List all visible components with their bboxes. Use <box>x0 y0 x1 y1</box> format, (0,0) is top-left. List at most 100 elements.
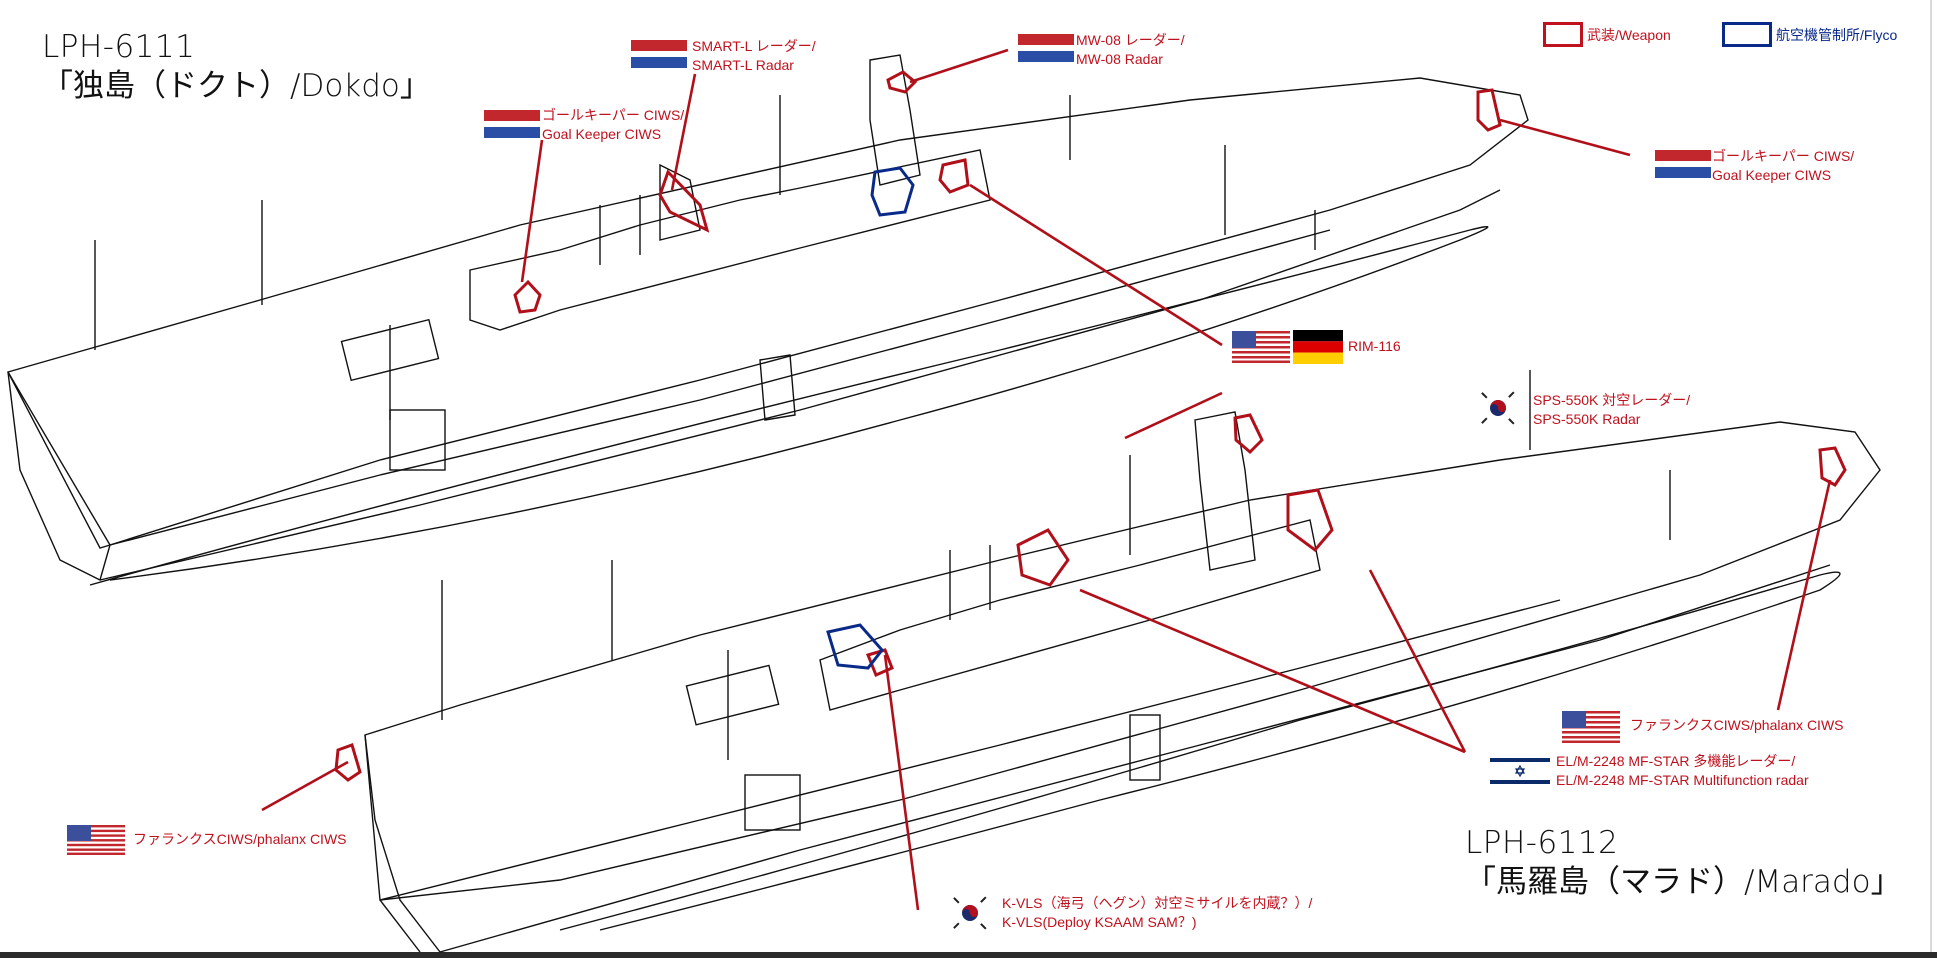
legend-flyco: 航空機管制所/Flyco <box>1722 22 1897 47</box>
germany-flag-icon <box>1293 330 1343 364</box>
leader-phalanx-stern <box>261 760 349 812</box>
marado-deck-outline <box>364 421 1881 901</box>
outline-goalkeeper-1 <box>513 279 542 314</box>
bottom-border <box>0 952 1937 958</box>
marado-keel <box>559 571 1841 931</box>
annotation-line: K-VLS(Deploy KSAAM SAM？) <box>1002 914 1197 930</box>
leader-smart-l <box>670 73 697 191</box>
outline-rim-116 <box>938 158 970 194</box>
leader-k-vls <box>883 654 920 911</box>
hull-number-marado: LPH-6112 <box>1465 825 1619 861</box>
annotation-line: K-VLS（海弓（ヘグン）対空ミサイルを内蔵？）/ <box>1002 895 1313 911</box>
leader-lines <box>261 48 1832 911</box>
annotation-line: MW-08 Radar <box>1076 51 1163 67</box>
leader-phalanx-bow <box>1776 479 1832 711</box>
israel-flag-icon <box>1490 756 1550 786</box>
marado-elevator <box>685 664 780 726</box>
ship-title-marado: LPH-6112 「馬羅島（マラド）/Marado」 <box>1465 824 1902 902</box>
leader-mf-star <box>1079 569 1467 754</box>
annotation-smart-l: SMART-L レーダー/ SMART-L Radar <box>692 37 816 75</box>
dokdo-lower-deck <box>109 229 1331 546</box>
dokdo-mast <box>869 54 921 186</box>
outline-mw-08 <box>886 70 918 94</box>
outline-mf-star-2 <box>1286 488 1334 553</box>
ship-marado-drawing <box>364 370 1881 953</box>
outline-phalanx-stern <box>334 743 362 782</box>
legend-flyco-swatch <box>1722 22 1772 47</box>
annotation-line: ファランクスCIWS/phalanx CIWS <box>133 831 347 847</box>
leader-goalkeeper-2 <box>1499 118 1631 157</box>
marado-hull-opening <box>1129 714 1161 781</box>
annotation-line: MW-08 レーダー/ <box>1076 32 1185 48</box>
usa-flag-icon <box>1562 711 1620 743</box>
marado-antennas <box>441 370 1671 760</box>
annotation-phalanx-bow: ファランクスCIWS/phalanx CIWS <box>1630 716 1844 735</box>
annotation-line: SMART-L Radar <box>692 57 794 73</box>
dokdo-island <box>469 149 991 331</box>
annotation-line: Goal Keeper CIWS <box>1712 167 1832 183</box>
annotation-line: RIM-116 <box>1348 338 1401 354</box>
annotation-line: SPS-550K 対空レーダー/ <box>1533 392 1691 408</box>
annotation-goalkeeper-1: ゴールキーパー CIWS/ Goal Keeper CIWS <box>542 106 684 144</box>
outline-mf-star-1 <box>1016 528 1070 587</box>
south-korea-flag-icon <box>1481 391 1515 425</box>
annotation-line: EL/M-2248 MF-STAR 多機能レーダー/ <box>1556 753 1796 769</box>
annotation-phalanx-stern: ファランクスCIWS/phalanx CIWS <box>133 830 347 849</box>
outline-flyco-marado <box>826 623 884 670</box>
legend-weapon-swatch <box>1543 22 1583 47</box>
usa-flag-icon <box>67 825 125 855</box>
annotation-sps-550k: SPS-550K 対空レーダー/ SPS-550K Radar <box>1533 391 1690 429</box>
marado-hull-side <box>364 734 441 953</box>
netherlands-flag-icon <box>1018 34 1074 62</box>
annotation-line: SMART-L レーダー/ <box>692 38 816 54</box>
marado-side-elevator <box>744 774 801 831</box>
leader-goalkeeper-1 <box>520 139 544 283</box>
annotation-line: ファランクスCIWS/phalanx CIWS <box>1630 717 1844 733</box>
outline-goalkeeper-2 <box>1476 88 1502 132</box>
usa-flag-icon <box>1232 331 1290 363</box>
annotation-line: SPS-550K Radar <box>1533 411 1641 427</box>
legend-flyco-label: 航空機管制所/Flyco <box>1776 26 1898 43</box>
outline-smart-l <box>658 169 710 233</box>
dokdo-elevator <box>340 318 440 382</box>
hull-number-dokdo: LPH-6111 <box>42 29 196 65</box>
leader-sps-550k <box>1124 391 1223 440</box>
annotation-line: ゴールキーパー CIWS/ <box>542 107 685 123</box>
annotation-mw-08: MW-08 レーダー/ MW-08 Radar <box>1076 31 1185 69</box>
dokdo-hull-opening <box>759 354 796 421</box>
dokdo-keel <box>89 225 1489 586</box>
south-korea-flag-icon <box>953 896 987 930</box>
dokdo-deck-edge <box>7 371 111 546</box>
marado-lower-deck <box>379 599 1561 901</box>
netherlands-flag-icon <box>1655 150 1711 178</box>
dokdo-deck-outline <box>6 77 1529 549</box>
annotation-rim-116: RIM-116 <box>1348 337 1401 356</box>
dokdo-hull-side <box>7 371 111 582</box>
legend-weapon: 武装/Weapon <box>1543 22 1671 47</box>
ship-dokdo-drawing <box>6 54 1529 586</box>
dokdo-funnel <box>659 163 701 241</box>
dokdo-antennas <box>94 95 1316 420</box>
outline-sps-550k <box>1233 413 1264 455</box>
legend-weapon-label: 武装/Weapon <box>1587 26 1671 43</box>
outline-phalanx-bow <box>1818 446 1847 487</box>
annotation-mf-star: EL/M-2248 MF-STAR 多機能レーダー/ EL/M-2248 MF-… <box>1556 752 1809 790</box>
dokdo-side-elevator <box>389 409 446 471</box>
leader-mw-08 <box>909 48 1009 84</box>
netherlands-flag-icon <box>484 110 540 138</box>
annotation-line: ゴールキーパー CIWS/ <box>1712 148 1855 164</box>
annotation-line: Goal Keeper CIWS <box>542 126 662 142</box>
weapon-outlines <box>334 70 1847 782</box>
ship-name-dokdo: 「独島（ドクト）/Dokdo」 <box>42 67 431 104</box>
netherlands-flag-icon <box>631 40 687 68</box>
flyco-outlines <box>826 166 915 670</box>
marado-mast <box>1194 411 1256 571</box>
outline-flyco-dokdo <box>870 166 915 217</box>
marado-hull-bottom <box>439 564 1831 953</box>
annotation-goalkeeper-2: ゴールキーパー CIWS/ Goal Keeper CIWS <box>1712 147 1854 185</box>
leader-rim-116 <box>969 183 1223 347</box>
ship-title-dokdo: LPH-6111 「独島（ドクト）/Dokdo」 <box>42 28 431 106</box>
ship-name-marado: 「馬羅島（マラド）/Marado」 <box>1465 863 1902 900</box>
annotation-k-vls: K-VLS（海弓（ヘグン）対空ミサイルを内蔵？）/ K-VLS(Deploy K… <box>1002 894 1312 932</box>
